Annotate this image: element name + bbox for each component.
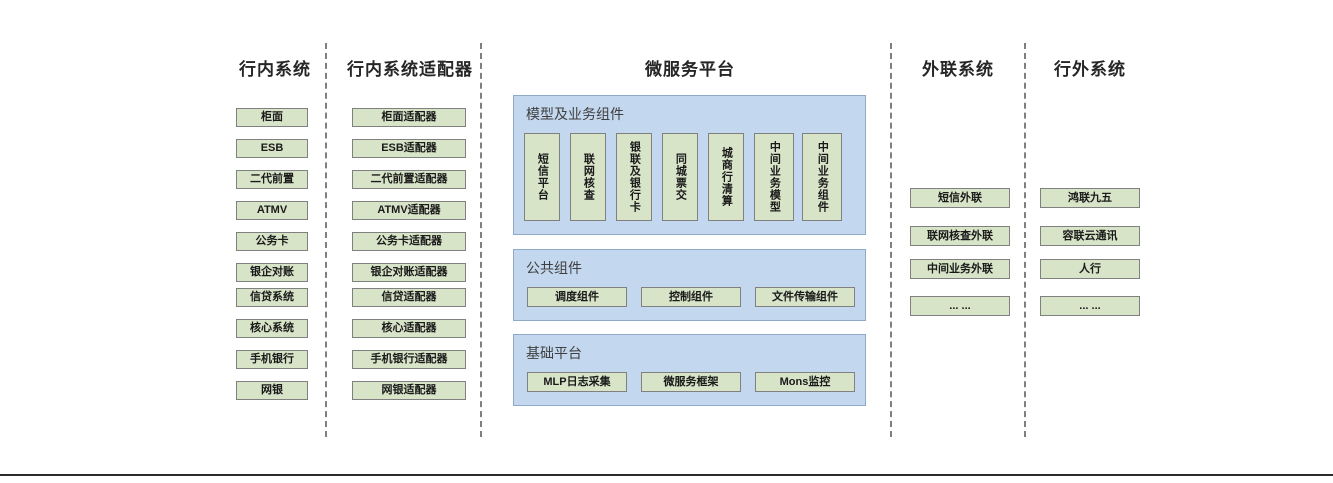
panel-label-public-components: 公共组件 (526, 260, 582, 276)
node-external-0[interactable]: 短信外联 (910, 188, 1010, 208)
column-header-outbank: 行外系统 (1054, 60, 1126, 79)
node-model-4[interactable]: 城商行清算 (708, 133, 744, 221)
node-inbank-1[interactable]: ESB (236, 139, 308, 158)
panel-label-base-platform: 基础平台 (526, 345, 582, 361)
node-base-2[interactable]: Mons监控 (755, 372, 855, 392)
node-model-1[interactable]: 联网核查 (570, 133, 606, 221)
node-inbank-7[interactable]: 核心系统 (236, 319, 308, 338)
node-outbank-1[interactable]: 容联云通讯 (1040, 226, 1140, 246)
node-inbank-2[interactable]: 二代前置 (236, 170, 308, 189)
node-model-3[interactable]: 同城票交 (662, 133, 698, 221)
node-inbank-adapter-0[interactable]: 柜面适配器 (352, 108, 466, 127)
node-inbank-adapter-5[interactable]: 银企对账适配器 (352, 263, 466, 282)
node-inbank-3[interactable]: ATMV (236, 201, 308, 220)
panel-public-components: 公共组件 (513, 249, 866, 321)
node-external-1[interactable]: 联网核查外联 (910, 226, 1010, 246)
node-external-3[interactable]: ... ... (910, 296, 1010, 316)
node-inbank-8[interactable]: 手机银行 (236, 350, 308, 369)
panel-base-platform: 基础平台 (513, 334, 866, 406)
panel-label-model-business: 模型及业务组件 (526, 106, 624, 122)
node-inbank-adapter-2[interactable]: 二代前置适配器 (352, 170, 466, 189)
node-inbank-adapter-4[interactable]: 公务卡适配器 (352, 232, 466, 251)
node-inbank-4[interactable]: 公务卡 (236, 232, 308, 251)
column-header-external-link: 外联系统 (922, 60, 994, 79)
column-header-inbank-adapter: 行内系统适配器 (347, 60, 473, 79)
node-public-2[interactable]: 文件传输组件 (755, 287, 855, 307)
bottom-divider (0, 474, 1333, 476)
node-external-2[interactable]: 中间业务外联 (910, 259, 1010, 279)
node-inbank-6[interactable]: 信贷系统 (236, 288, 308, 307)
node-inbank-adapter-7[interactable]: 核心适配器 (352, 319, 466, 338)
node-base-1[interactable]: 微服务框架 (641, 372, 741, 392)
node-public-0[interactable]: 调度组件 (527, 287, 627, 307)
node-model-6[interactable]: 中间业务组件 (802, 133, 842, 221)
node-inbank-adapter-3[interactable]: ATMV适配器 (352, 201, 466, 220)
node-inbank-adapter-1[interactable]: ESB适配器 (352, 139, 466, 158)
node-model-5[interactable]: 中间业务模型 (754, 133, 794, 221)
node-outbank-2[interactable]: 人行 (1040, 259, 1140, 279)
divider-3 (890, 43, 892, 437)
node-outbank-3[interactable]: ... ... (1040, 296, 1140, 316)
node-inbank-adapter-9[interactable]: 网银适配器 (352, 381, 466, 400)
node-model-0[interactable]: 短信平台 (524, 133, 560, 221)
column-header-microservice: 微服务平台 (645, 60, 735, 79)
node-model-2[interactable]: 银联及银行卡 (616, 133, 652, 221)
node-inbank-5[interactable]: 银企对账 (236, 263, 308, 282)
node-outbank-0[interactable]: 鸿联九五 (1040, 188, 1140, 208)
node-inbank-adapter-6[interactable]: 信贷适配器 (352, 288, 466, 307)
divider-2 (480, 43, 482, 437)
node-inbank-9[interactable]: 网银 (236, 381, 308, 400)
node-public-1[interactable]: 控制组件 (641, 287, 741, 307)
column-header-inbank: 行内系统 (239, 60, 311, 79)
divider-1 (325, 43, 327, 437)
node-base-0[interactable]: MLP日志采集 (527, 372, 627, 392)
node-inbank-adapter-8[interactable]: 手机银行适配器 (352, 350, 466, 369)
node-inbank-0[interactable]: 柜面 (236, 108, 308, 127)
divider-4 (1024, 43, 1026, 437)
